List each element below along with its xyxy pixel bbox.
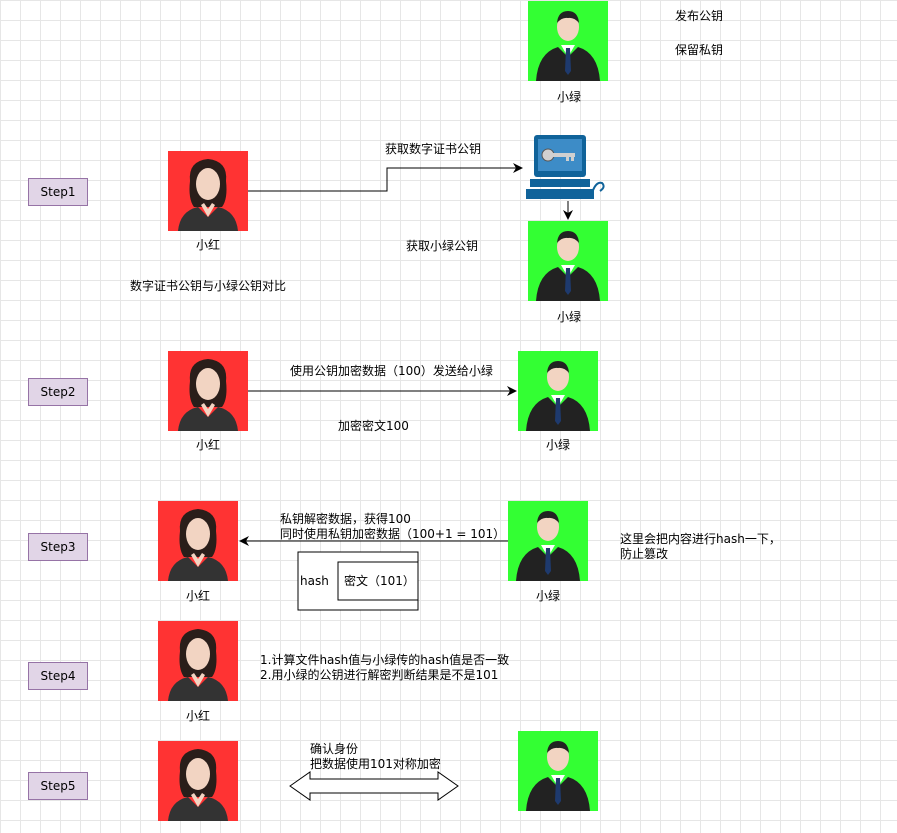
male-avatar-icon [518, 351, 598, 431]
step4-box: Step4 [28, 662, 88, 690]
male-avatar-icon [508, 501, 588, 581]
female-avatar-icon [168, 351, 248, 431]
encrypt-send-text: 使用公钥加密数据（100）发送给小绿 [290, 364, 493, 378]
female-avatar-icon [158, 741, 238, 821]
female-avatar-icon [158, 501, 238, 581]
hash-label: hash [300, 574, 329, 588]
name-label-red: 小红 [196, 238, 221, 252]
name-label-green: 小绿 [557, 90, 582, 104]
get-green-key-text: 获取小绿公钥 [406, 239, 479, 253]
step1-label: Step1 [40, 185, 76, 199]
name-label-red: 小红 [186, 709, 211, 723]
name-label-red: 小红 [196, 438, 221, 452]
step1-connector [248, 163, 523, 192]
get-cert-key-text: 获取数字证书公钥 [385, 142, 482, 156]
name-label-red: 小红 [186, 589, 211, 603]
step5-label: Step5 [40, 779, 76, 793]
decrypt-text: 私钥解密数据，获得100 [280, 512, 411, 526]
symmetric-encrypt-text: 把数据使用101对称加密 [310, 757, 441, 771]
hash-note-line1: 这里会把内容进行hash一下， [620, 532, 781, 546]
confirm-identity-text: 确认身份 [310, 742, 359, 756]
name-label-green: 小绿 [546, 438, 571, 452]
cipher-box-label: 密文（101） [344, 574, 415, 588]
verify-decrypt-text: 2.用小绿的公钥进行解密判断结果是不是101 [260, 668, 499, 682]
step2-label: Step2 [40, 385, 76, 399]
step5-box: Step5 [28, 772, 88, 800]
computer-key-icon [526, 133, 608, 203]
step2-box: Step2 [28, 378, 88, 406]
hash-note-line2: 防止篡改 [620, 547, 669, 561]
cipher-inner-box [337, 561, 419, 601]
step3-box: Step3 [28, 533, 88, 561]
verify-hash-text: 1.计算文件hash值与小绿传的hash值是否一致 [260, 653, 510, 667]
female-avatar-icon [158, 621, 238, 701]
step1-box: Step1 [28, 178, 88, 206]
step4-label: Step4 [40, 669, 76, 683]
publish-key-text: 发布公钥 [675, 9, 724, 23]
male-avatar-icon [528, 221, 608, 301]
re-encrypt-text: 同时使用私钥加密数据（100+1 = 101） [280, 527, 506, 541]
name-label-green: 小绿 [557, 310, 582, 324]
cipher-text: 加密密文100 [338, 419, 409, 433]
name-label-green: 小绿 [536, 589, 561, 603]
step5-double-arrow [289, 771, 459, 801]
male-avatar-icon [528, 1, 608, 81]
step3-label: Step3 [40, 540, 76, 554]
male-avatar-icon [518, 731, 598, 811]
keep-private-key-text: 保留私钥 [675, 43, 724, 57]
female-avatar-icon [168, 151, 248, 231]
compare-text: 数字证书公钥与小绿公钥对比 [130, 279, 287, 293]
